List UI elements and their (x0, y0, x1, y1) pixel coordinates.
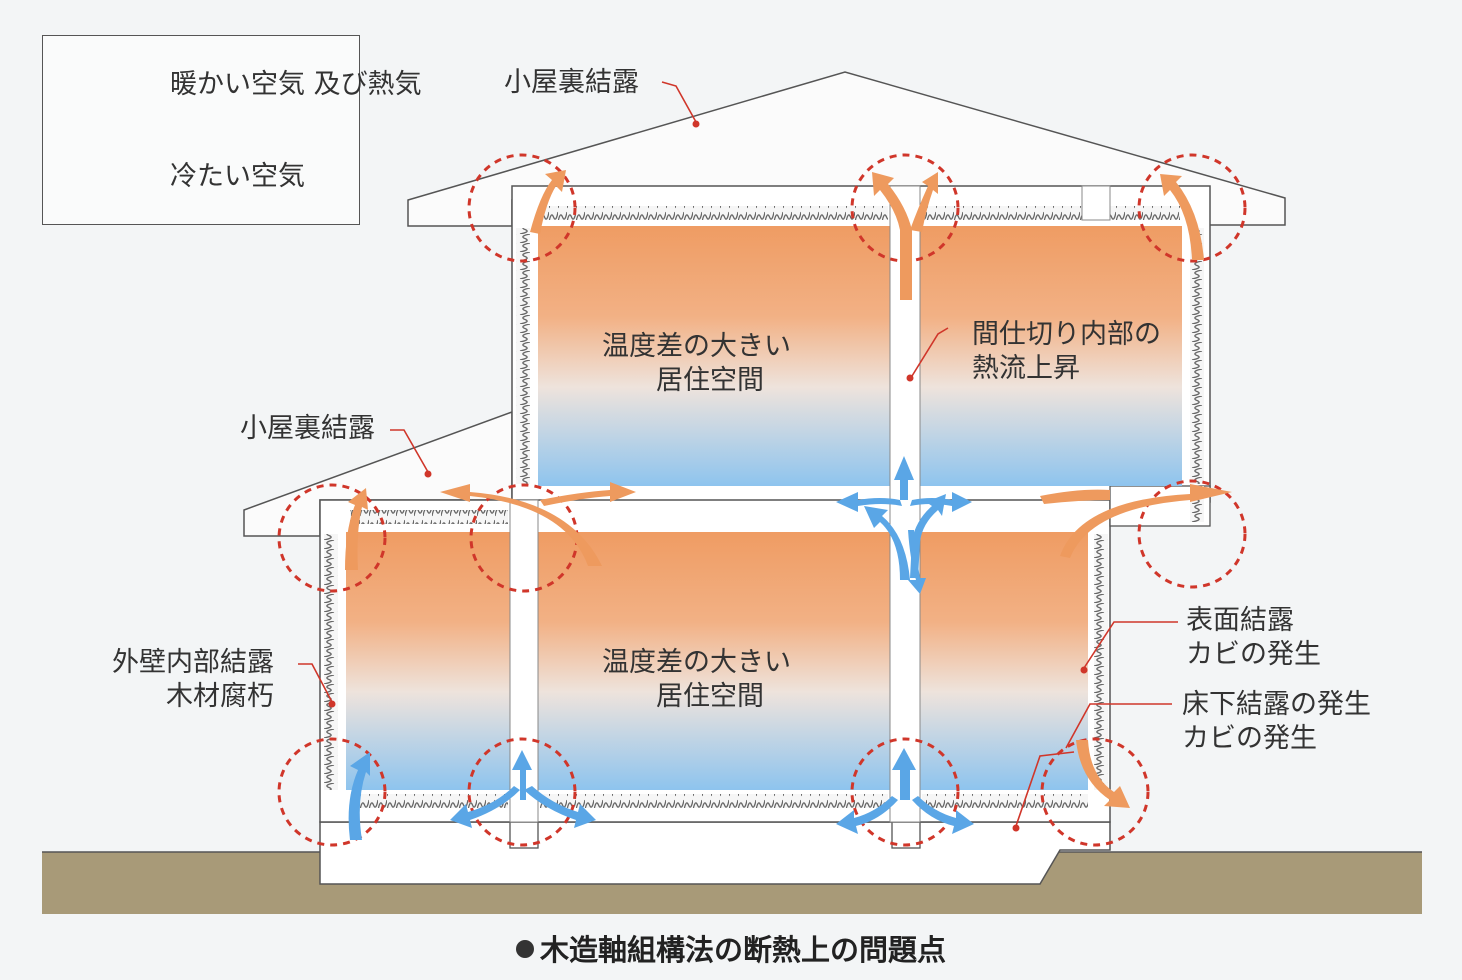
insulation-wall-upper-left (516, 228, 530, 484)
marker-circle (277, 483, 387, 593)
marker-circle (1137, 153, 1247, 263)
insulation-floor-center (540, 794, 888, 808)
cold-air-arrows (348, 456, 974, 840)
marker-circle (850, 737, 960, 847)
legend-warm-line1: 暖かい空気 (170, 69, 305, 100)
lower-room-left (346, 532, 510, 790)
lower-room-right (920, 532, 1088, 790)
label-underfloor-condensation: 床下結露の発生 カビの発生 (1182, 689, 1371, 754)
upper-room-left (538, 226, 890, 486)
label-roof-condensation-lower: 小屋裏結露 (240, 413, 375, 444)
lower-room-center (538, 532, 890, 790)
condensation-markers (277, 153, 1247, 847)
insulation-wall-upper-right (1190, 228, 1204, 484)
insulation-floor-right (922, 794, 1088, 808)
insulation-floor-left (350, 794, 508, 808)
insulation-wall-lower-left (324, 534, 338, 790)
label-surface-condensation: 表面結露 カビの発生 (1186, 605, 1321, 670)
label-lower-room: 温度差の大きい 居住空間 (602, 647, 791, 712)
leader-lines (298, 81, 1178, 827)
insulation-wall-lower-right (1094, 534, 1108, 790)
insulation-ceiling-upper-right (922, 206, 1082, 220)
foundation (319, 821, 1111, 885)
upper-room-right (920, 226, 1182, 486)
label-roof-condensation-top: 小屋裏結露 (504, 67, 639, 98)
legend (42, 35, 360, 225)
label-exterior-wall: 外壁内部結露 木材腐朽 (112, 647, 274, 712)
warm-air-arrows (345, 170, 1232, 808)
marker-circle (467, 153, 577, 263)
insulation-ceiling-upper-left (540, 206, 888, 220)
marker-circle (1137, 479, 1247, 589)
insulation-ceiling-lower-left (350, 510, 508, 524)
legend-warm-label: 暖かい空気 及び熱気 (170, 68, 422, 102)
legend-cold-line: 冷たい空気 (170, 161, 305, 192)
marker-circle (1040, 737, 1150, 847)
label-partition: 間仕切り内部の 熱流上昇 (972, 319, 1161, 384)
marker-circle (467, 737, 577, 847)
figure-caption: 木造軸組構法の断熱上の問題点 (0, 930, 1462, 970)
label-upper-room: 温度差の大きい 居住空間 (602, 331, 791, 396)
bullet-dot (515, 940, 534, 958)
legend-cold-label: 冷たい空気 (170, 160, 305, 194)
legend-warm-line2: 及び熱気 (313, 69, 422, 100)
marker-circle (277, 737, 387, 847)
